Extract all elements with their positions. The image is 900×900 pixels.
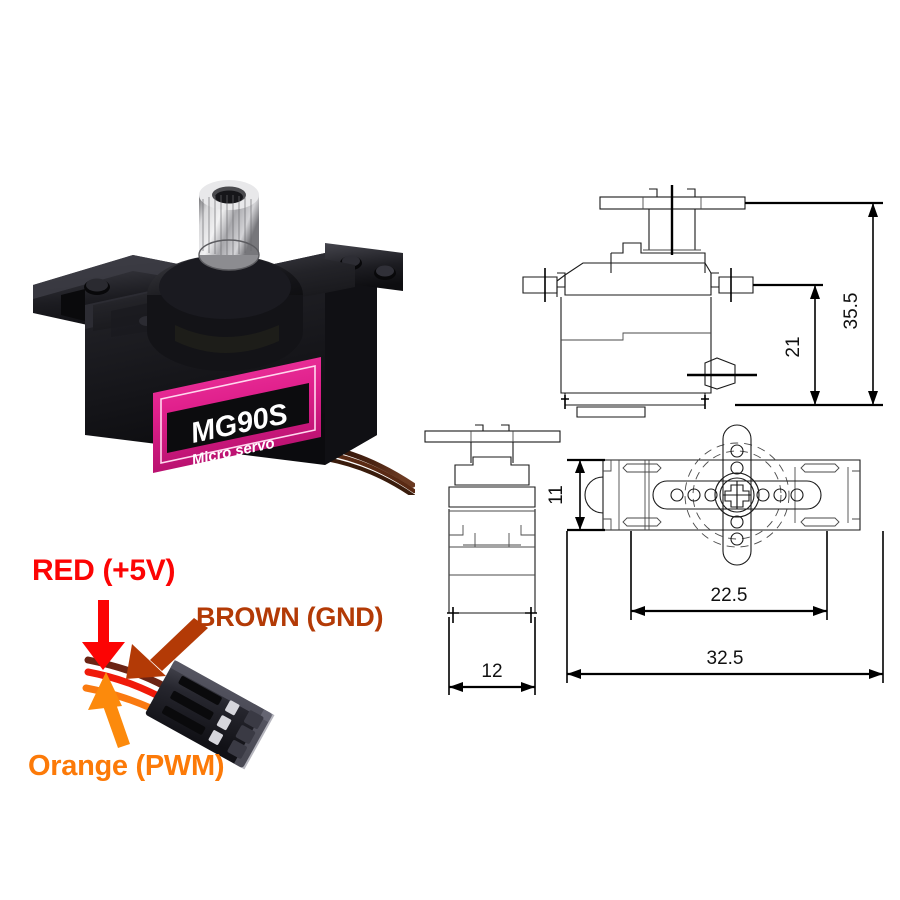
servo-horn-cross (652, 424, 822, 566)
side-view-drawing: 35.5 21 (522, 185, 883, 418)
technical-drawings: 35.5 21 (405, 155, 900, 715)
top-view-drawing: 11 22.5 32.5 (546, 424, 884, 683)
dim-11: 11 (546, 485, 567, 505)
dim-21: 21 (783, 336, 804, 357)
dim-32-5: 32.5 (707, 648, 744, 669)
gear-hub (147, 255, 303, 371)
callout-label-red: RED (+5V) (32, 554, 176, 587)
dim-12: 12 (481, 661, 502, 682)
orange-callout-arrow (88, 672, 130, 748)
servo-photo: MG90S Micro servo (25, 135, 415, 495)
dim-35-5: 35.5 (841, 293, 862, 330)
front-view-drawing: 12 (424, 424, 561, 695)
red-callout-arrow (82, 600, 125, 670)
product-label: MG90S Micro servo (153, 357, 321, 473)
brown-callout-arrow (126, 618, 208, 679)
wire-callout-diagram (10, 548, 430, 798)
callout-label-orange: Orange (PWM) (28, 750, 225, 782)
servo-connector-plug (145, 659, 275, 770)
callout-label-brown: BROWN (GND) (196, 602, 384, 632)
dim-22-5: 22.5 (711, 585, 748, 606)
output-shaft-gear (198, 180, 260, 271)
